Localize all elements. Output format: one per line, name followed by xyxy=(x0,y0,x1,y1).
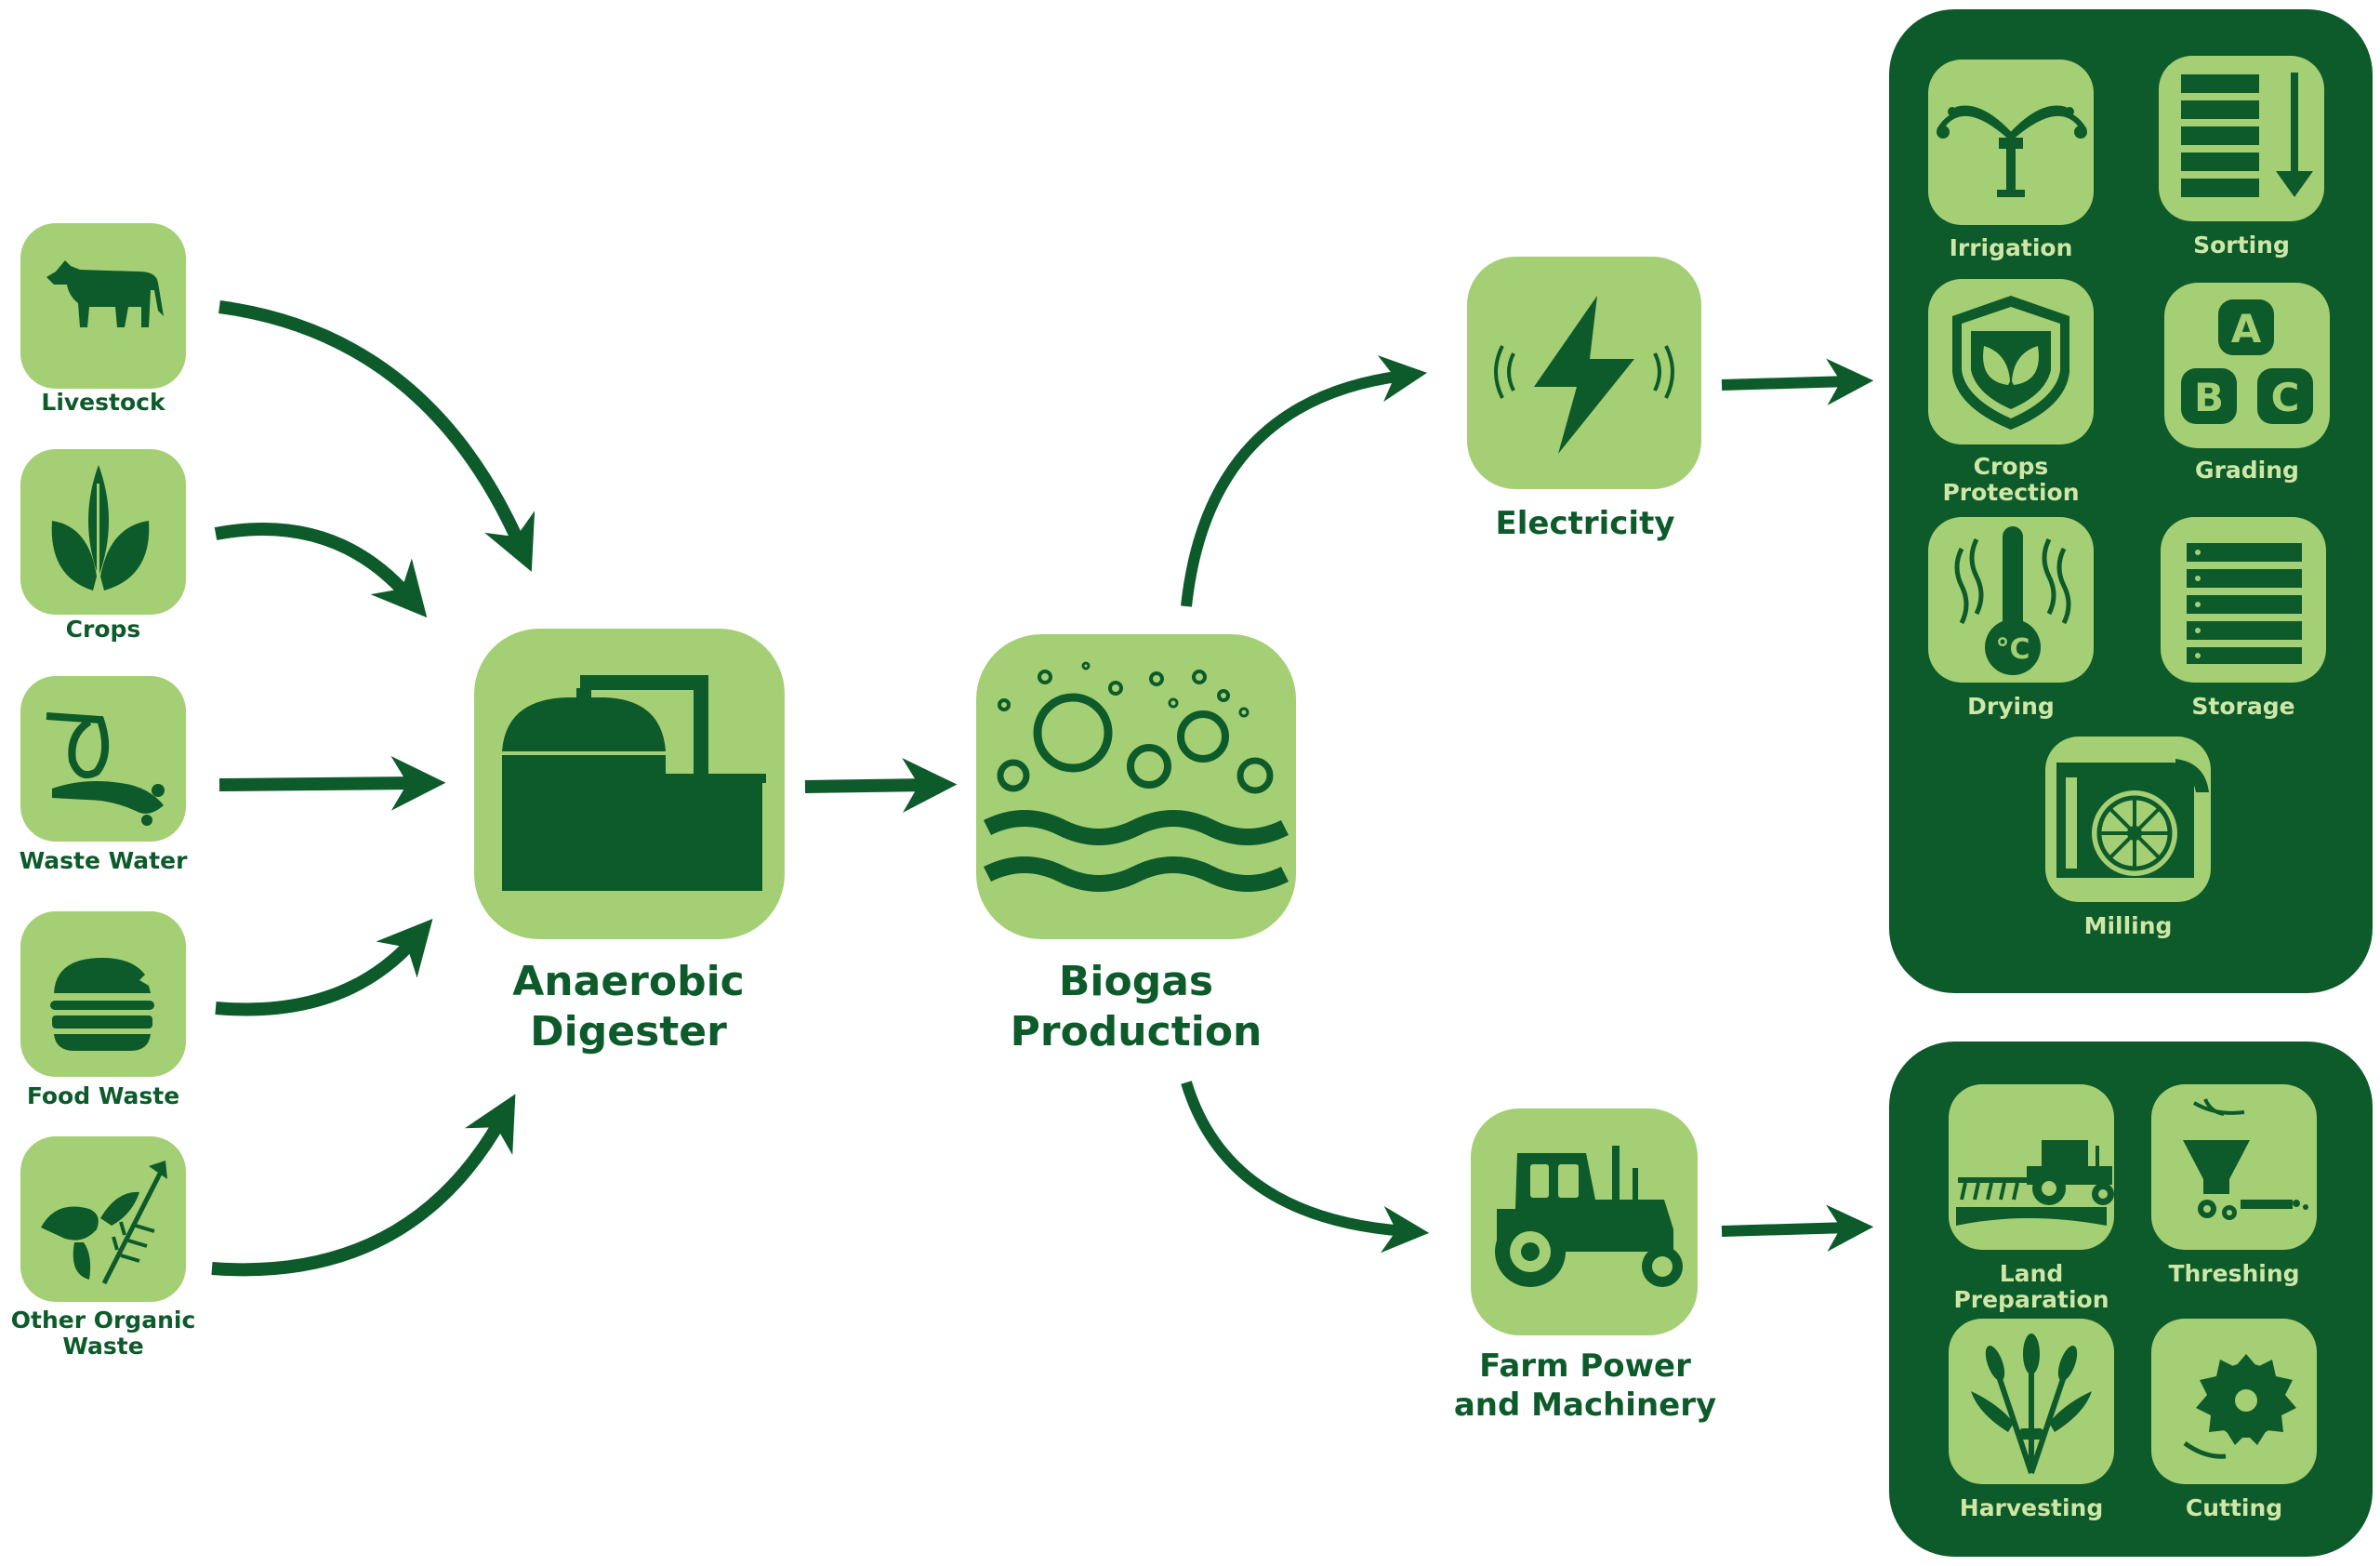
arrow-biogas-to-electricity xyxy=(1181,355,1428,607)
wheat-icon xyxy=(1971,1334,2092,1474)
digester-label-line2: Digester xyxy=(530,1008,727,1055)
tractor-icon xyxy=(1495,1146,1683,1287)
lightning-icon xyxy=(1494,296,1674,454)
use-threshing: Threshing xyxy=(2151,1084,2317,1287)
input-label: Food Waste xyxy=(27,1082,179,1109)
burger-icon xyxy=(50,958,154,1051)
use-label: Irrigation xyxy=(1950,234,2073,261)
biogas-label-line1: Biogas xyxy=(1059,958,1213,1005)
arrow-farm-power-to-uses xyxy=(1721,1204,1874,1252)
thermometer-unit: °C xyxy=(1995,633,2030,666)
use-harvesting: Harvesting xyxy=(1949,1319,2114,1521)
use-label: Storage xyxy=(2191,693,2294,720)
input-label: Crops xyxy=(66,616,141,643)
saw-blade-icon xyxy=(2183,1354,2296,1459)
digester-label-line1: Anaerobic xyxy=(512,958,745,1005)
grade-letter: C xyxy=(2271,375,2300,420)
grade-letter: A xyxy=(2231,306,2262,352)
arrow-biogas-to-farm-power xyxy=(1181,1081,1430,1254)
use-label: Land xyxy=(2000,1260,2064,1287)
input-label: Waste Water xyxy=(20,847,189,874)
storage-shelves-icon xyxy=(2187,543,2302,664)
farm-power-node: Farm Power and Machinery xyxy=(1454,1108,1716,1424)
farm-power-label-line1: Farm Power xyxy=(1479,1347,1691,1385)
sprinkler-icon xyxy=(1937,105,2087,197)
use-label: Sorting xyxy=(2193,232,2290,259)
use-land-preparation: Land Preparation xyxy=(1949,1084,2114,1313)
leaf-icon xyxy=(51,465,150,591)
grade-letter: B xyxy=(2194,375,2224,420)
machinery-uses-panel: Land Preparation Threshing xyxy=(1889,1042,2373,1557)
arrow-digester-to-biogas xyxy=(804,758,958,813)
input-other-organic-waste: Other Organic Waste xyxy=(11,1136,196,1360)
electricity-uses-panel: Irrigation Sorting xyxy=(1889,9,2373,993)
abc-blocks-icon: A B C xyxy=(2181,299,2313,424)
use-label: Milling xyxy=(2084,912,2173,939)
input-arrows xyxy=(211,300,536,1277)
use-crops-protection: Crops Protection xyxy=(1928,279,2094,506)
use-drying: °C Drying xyxy=(1928,517,2094,720)
biogas-label-line2: Production xyxy=(1011,1008,1263,1055)
input-crops: Crops xyxy=(20,449,186,643)
organic-waste-icon xyxy=(41,1161,167,1285)
use-storage: Storage xyxy=(2161,517,2326,720)
use-label: Grading xyxy=(2195,457,2299,484)
bubbles-waves-icon xyxy=(983,661,1289,892)
use-label-line2: Preparation xyxy=(1953,1286,2109,1313)
sorting-icon xyxy=(2181,73,2313,197)
use-grading: A B C Grading xyxy=(2164,283,2330,484)
use-label: Harvesting xyxy=(1960,1494,2103,1521)
thresher-icon xyxy=(2183,1098,2308,1220)
waste-water-icon xyxy=(46,712,165,826)
arrow-livestock-to-digester xyxy=(218,300,536,572)
farm-power-label-line2: and Machinery xyxy=(1454,1387,1716,1424)
use-sorting: Sorting xyxy=(2159,56,2324,259)
use-label-line2: Protection xyxy=(1942,479,2079,506)
use-label: Cutting xyxy=(2186,1494,2282,1521)
shield-leaf-icon xyxy=(1952,296,2069,430)
use-label: Drying xyxy=(1967,693,2055,720)
thermometer-icon: °C xyxy=(1954,526,2071,675)
arrow-crops-to-digester xyxy=(214,523,428,618)
anaerobic-digester-node: Anaerobic Digester xyxy=(474,629,785,1055)
input-label: Other Organic xyxy=(11,1307,196,1334)
electricity-node: Electricity xyxy=(1467,257,1701,542)
arrow-organic-to-digester xyxy=(211,1094,516,1277)
input-livestock: Livestock xyxy=(20,223,186,416)
arrow-electricity-to-uses xyxy=(1721,358,1874,405)
electricity-label: Electricity xyxy=(1496,505,1675,542)
use-label: Crops xyxy=(1974,453,2049,480)
use-label: Threshing xyxy=(2168,1260,2299,1287)
use-cutting: Cutting xyxy=(2151,1319,2317,1521)
cow-icon xyxy=(46,260,164,327)
arrow-foodwaste-to-digester xyxy=(215,918,433,1016)
tractor-plough-icon xyxy=(1956,1140,2114,1226)
use-irrigation: Irrigation xyxy=(1928,60,2094,261)
input-label: Livestock xyxy=(41,389,166,416)
input-label-line2: Waste xyxy=(62,1333,143,1360)
milling-machine-icon xyxy=(2056,759,2209,878)
digester-tank-icon xyxy=(502,675,766,891)
use-milling: Milling xyxy=(2045,737,2211,939)
arrow-wastewater-to-digester xyxy=(218,755,446,811)
input-food-waste: Food Waste xyxy=(20,911,186,1109)
input-waste-water: Waste Water xyxy=(20,676,189,874)
biogas-production-node: Biogas Production xyxy=(976,634,1296,1055)
